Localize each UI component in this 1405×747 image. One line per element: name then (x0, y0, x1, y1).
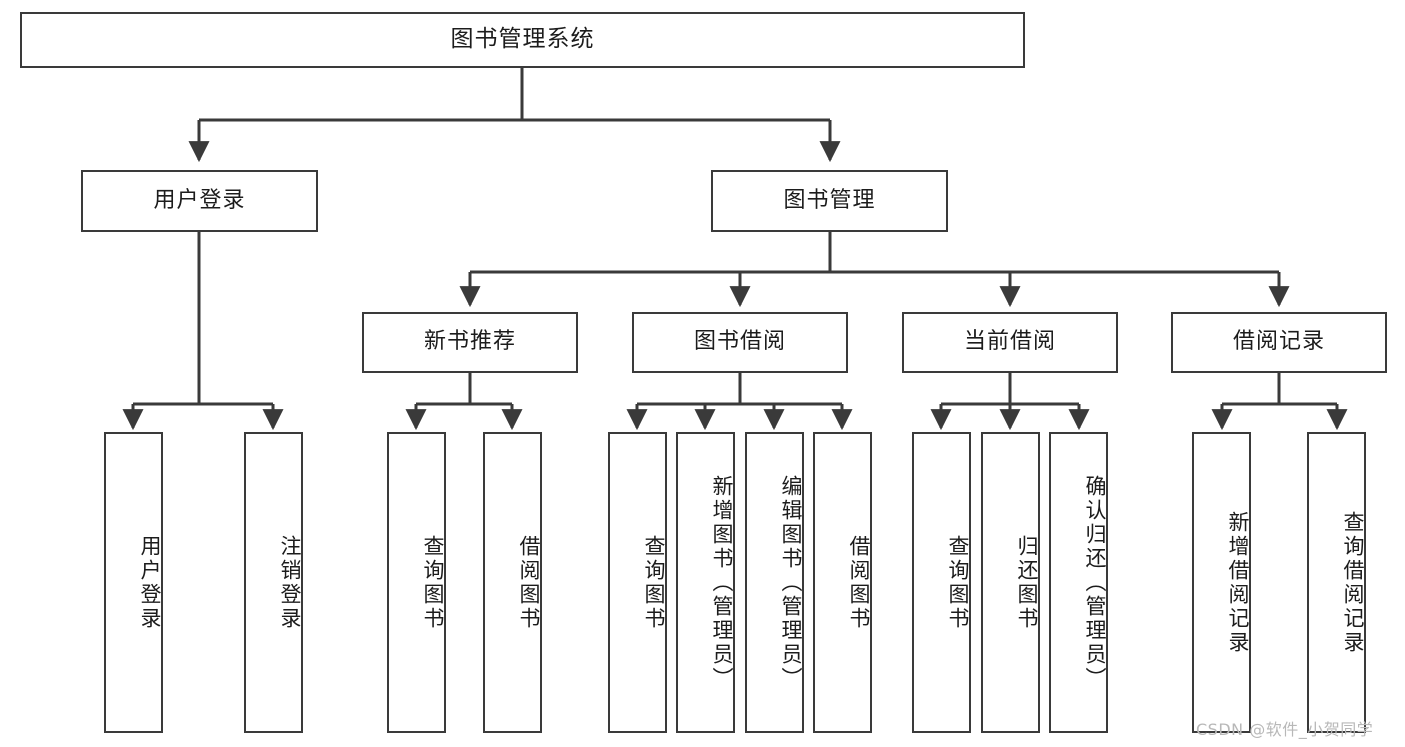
node-label: 归还图书 (1015, 534, 1039, 631)
node-user-login[interactable]: 用户登录 (81, 170, 318, 232)
leaf-return-book[interactable]: 归还图书 (981, 432, 1040, 733)
leaf-query-book-1[interactable]: 查询图书 (387, 432, 446, 733)
node-label: 借阅图书 (517, 534, 541, 631)
leaf-add-record[interactable]: 新增借阅记录 (1192, 432, 1251, 733)
leaf-confirm-return[interactable]: 确认归还（管理员） (1049, 432, 1108, 733)
leaf-query-book-2[interactable]: 查询图书 (608, 432, 667, 733)
csdn-watermark: CSDN @软件_小贺同学 (1196, 720, 1374, 739)
node-label: 编辑图书（管理员） (779, 474, 803, 691)
node-label: 用户登录 (153, 187, 246, 213)
node-label: 查询图书 (946, 534, 970, 631)
node-label: 用户登录 (138, 534, 162, 631)
node-label: 图书管理系统 (450, 26, 595, 53)
node-label: 图书管理 (783, 187, 876, 213)
node-label: 注销登录 (278, 534, 302, 631)
node-label: 新增借阅记录 (1226, 510, 1250, 655)
node-current-borrow[interactable]: 当前借阅 (902, 312, 1118, 373)
leaf-edit-book[interactable]: 编辑图书（管理员） (745, 432, 804, 733)
node-label: 借阅记录 (1232, 329, 1325, 355)
node-label: 查询借阅记录 (1341, 510, 1365, 655)
node-book-management[interactable]: 图书管理 (711, 170, 948, 232)
node-label: 借阅图书 (847, 534, 871, 631)
leaf-query-book-3[interactable]: 查询图书 (912, 432, 971, 733)
leaf-user-login[interactable]: 用户登录 (104, 432, 163, 733)
node-label: 查询图书 (421, 534, 445, 631)
node-label: 新增图书（管理员） (710, 474, 734, 691)
node-label: 图书借阅 (693, 329, 786, 355)
node-new-book-recommend[interactable]: 新书推荐 (362, 312, 578, 373)
node-label: 查询图书 (642, 534, 666, 631)
node-label: 确认归还（管理员） (1083, 474, 1107, 691)
leaf-borrow-book-2[interactable]: 借阅图书 (813, 432, 872, 733)
leaf-borrow-book-1[interactable]: 借阅图书 (483, 432, 542, 733)
node-label: 新书推荐 (423, 329, 516, 355)
node-book-borrow[interactable]: 图书借阅 (632, 312, 848, 373)
leaf-add-book[interactable]: 新增图书（管理员） (676, 432, 735, 733)
leaf-query-record[interactable]: 查询借阅记录 (1307, 432, 1366, 733)
node-label: 当前借阅 (963, 329, 1056, 355)
node-borrow-record[interactable]: 借阅记录 (1171, 312, 1387, 373)
node-root-system[interactable]: 图书管理系统 (20, 12, 1025, 68)
leaf-user-logout[interactable]: 注销登录 (244, 432, 303, 733)
